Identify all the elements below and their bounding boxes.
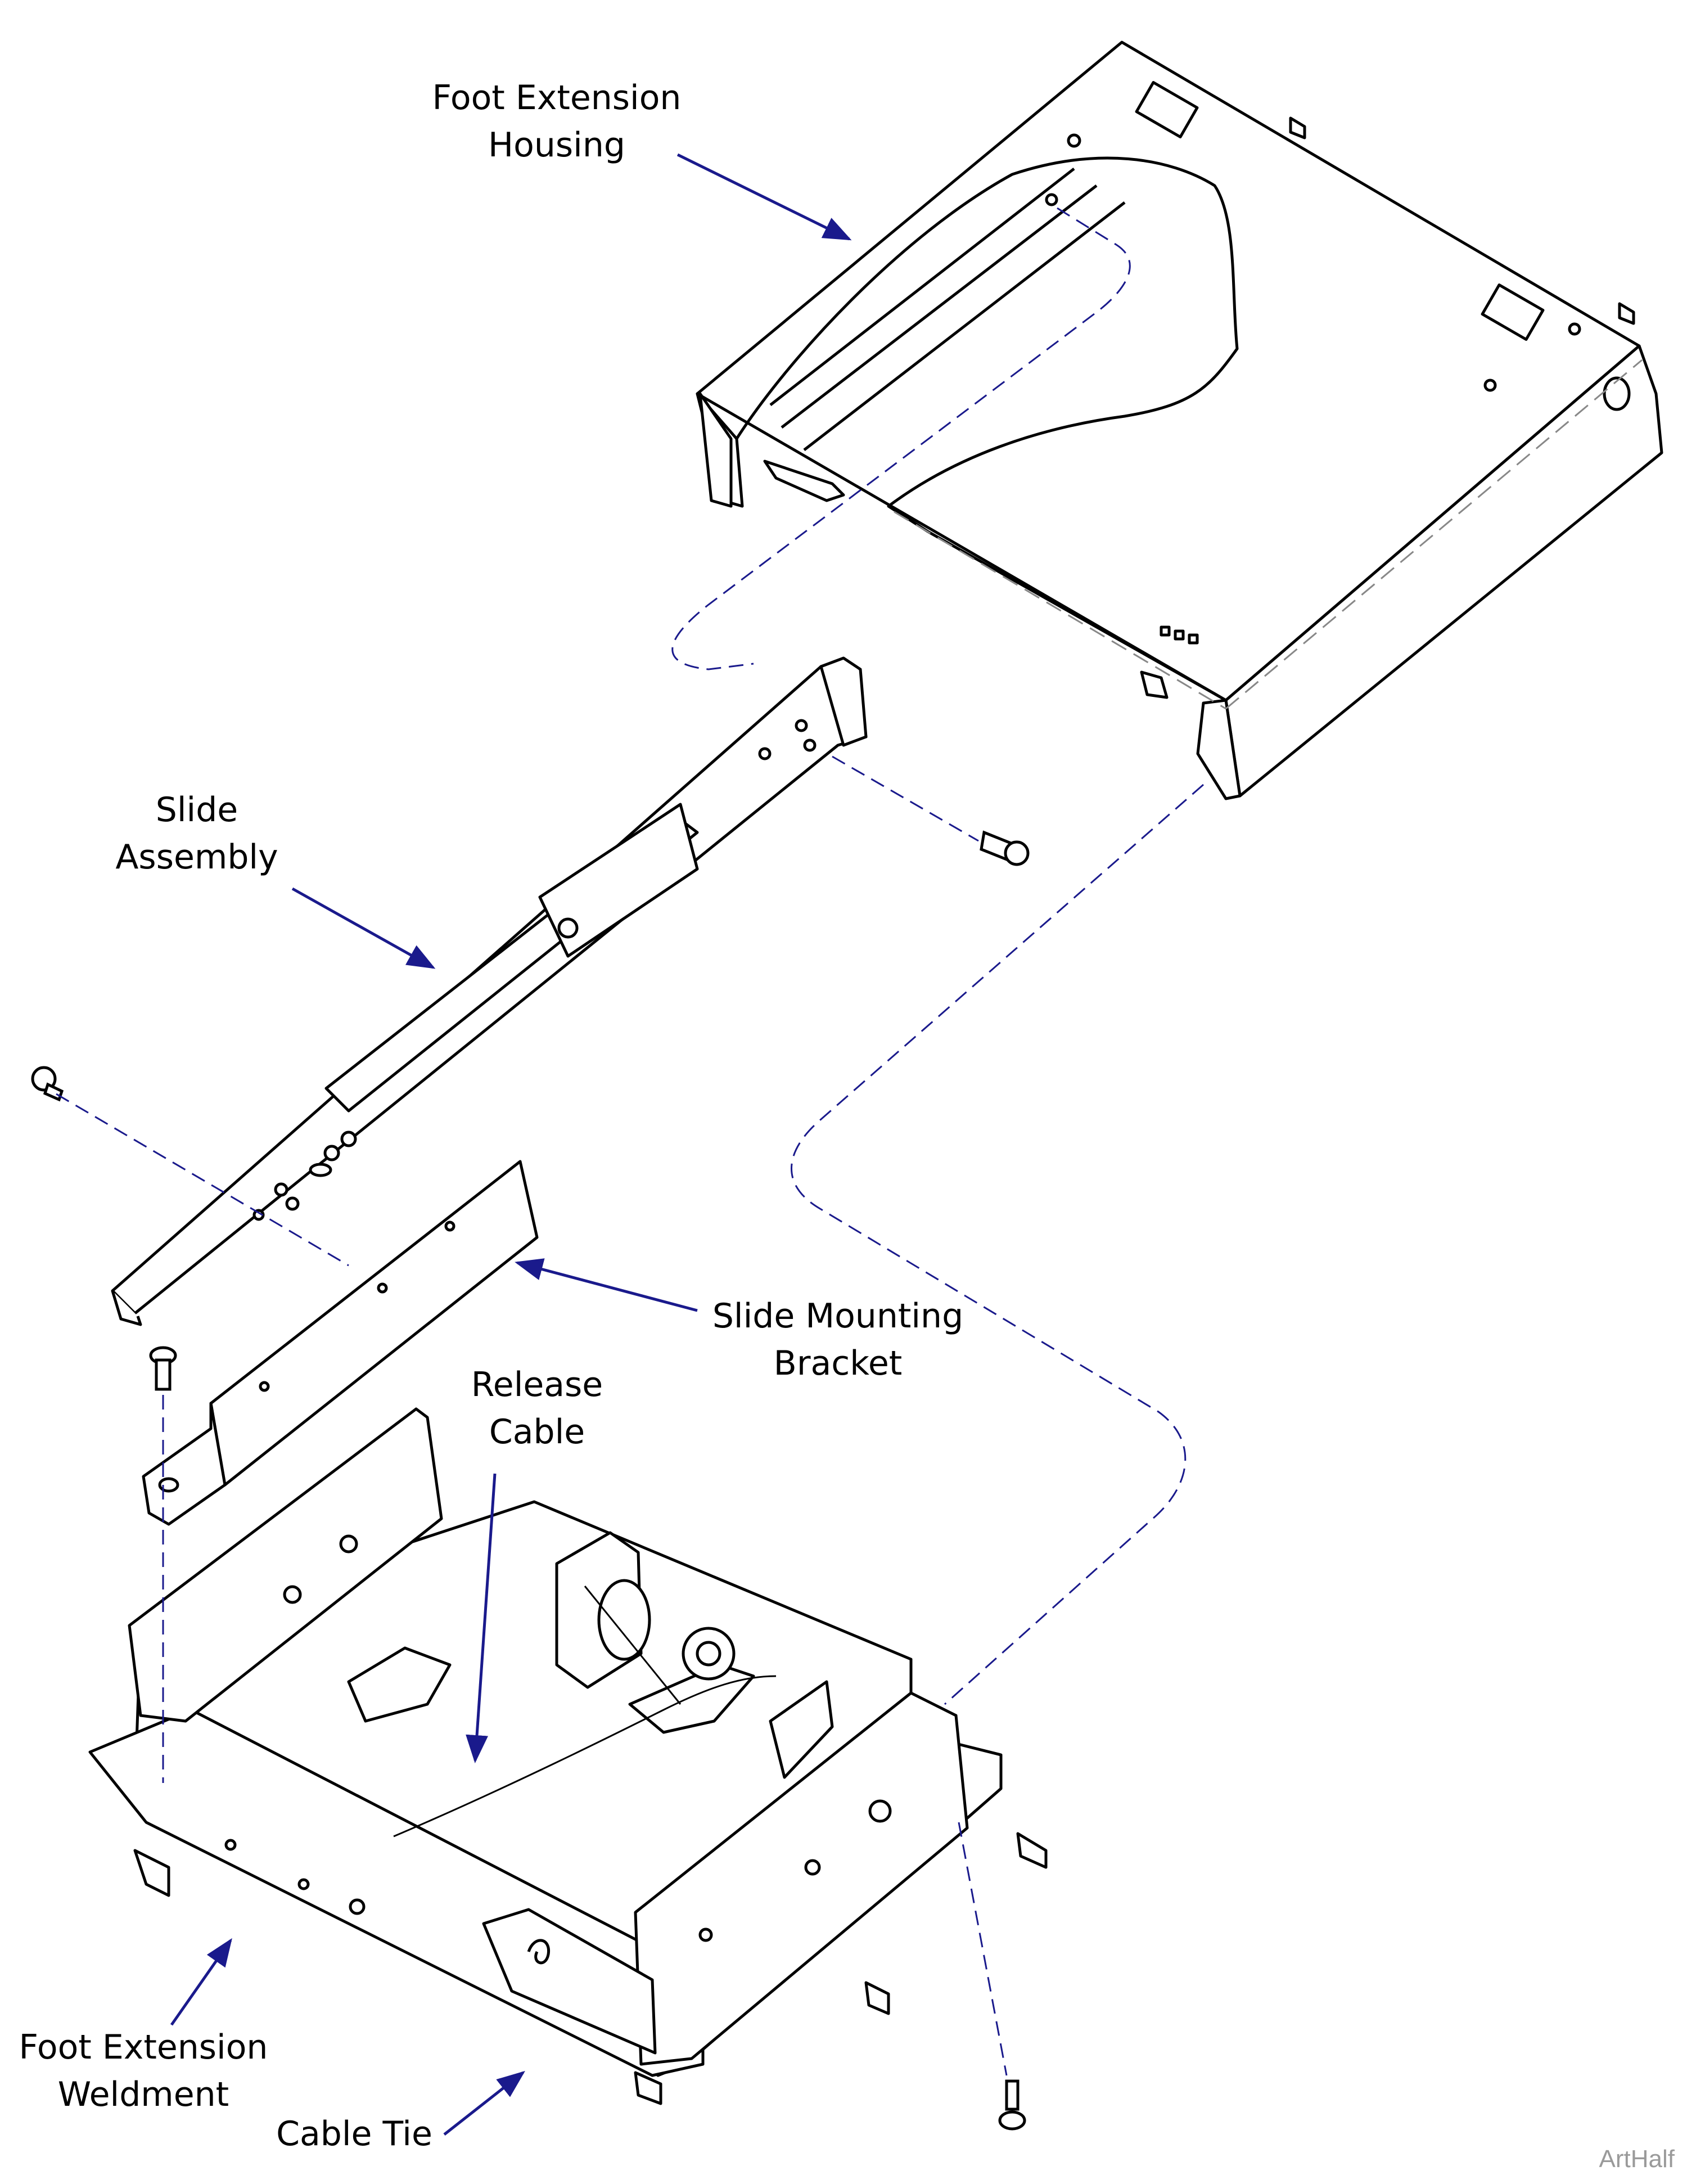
assembly-lines <box>56 207 1204 2076</box>
label-release-cable: Release Cable <box>439 1361 635 1456</box>
screw-bracket <box>149 1346 177 1391</box>
arrow-cable-tie <box>443 2070 525 2136</box>
slide-assembly <box>111 656 868 1326</box>
label-cable-tie-text: Cable Tie <box>276 2114 432 2154</box>
label-release-cable-line2: Cable <box>489 1412 585 1452</box>
screw-housing <box>980 830 1030 866</box>
label-slide-assembly-line1: Slide <box>155 790 238 830</box>
label-slide-mounting-bracket-line2: Bracket <box>773 1344 903 1383</box>
arrow-slide-assembly <box>291 887 436 969</box>
arrow-release-cable <box>466 1473 497 1763</box>
arrow-bracket <box>515 1258 698 1312</box>
screw-slide-left <box>31 1066 64 1102</box>
label-foot-extension-weldment-line2: Weldment <box>57 2075 229 2114</box>
screw-weldment <box>998 2079 1026 2131</box>
label-cable-tie: Cable Tie <box>259 2110 450 2158</box>
label-foot-extension-housing: Foot Extension Housing <box>416 74 697 169</box>
label-foot-extension-weldment-line1: Foot Extension <box>19 2028 268 2067</box>
label-foot-extension-housing-line1: Foot Extension <box>432 78 682 118</box>
label-foot-extension-housing-line2: Housing <box>488 125 625 165</box>
label-foot-extension-weldment: Foot Extension Weldment <box>6 2024 281 2118</box>
callout-arrows <box>170 153 852 2136</box>
label-slide-mounting-bracket-line1: Slide Mounting <box>712 1296 964 1336</box>
label-slide-assembly: Slide Assembly <box>90 786 304 881</box>
foot-extension-housing <box>696 40 1663 800</box>
label-slide-assembly-line2: Assembly <box>115 837 278 877</box>
cable-tie-shape <box>527 1939 551 1965</box>
watermark: ArtHalf <box>1599 2145 1675 2173</box>
label-slide-mounting-bracket: Slide Mounting Bracket <box>689 1293 987 1387</box>
arrow-housing <box>676 153 852 241</box>
foot-extension-weldment <box>88 1407 1048 2105</box>
arrow-weldment <box>170 1938 232 2026</box>
release-cable-line <box>393 1675 777 1838</box>
label-release-cable-line1: Release <box>471 1365 603 1404</box>
